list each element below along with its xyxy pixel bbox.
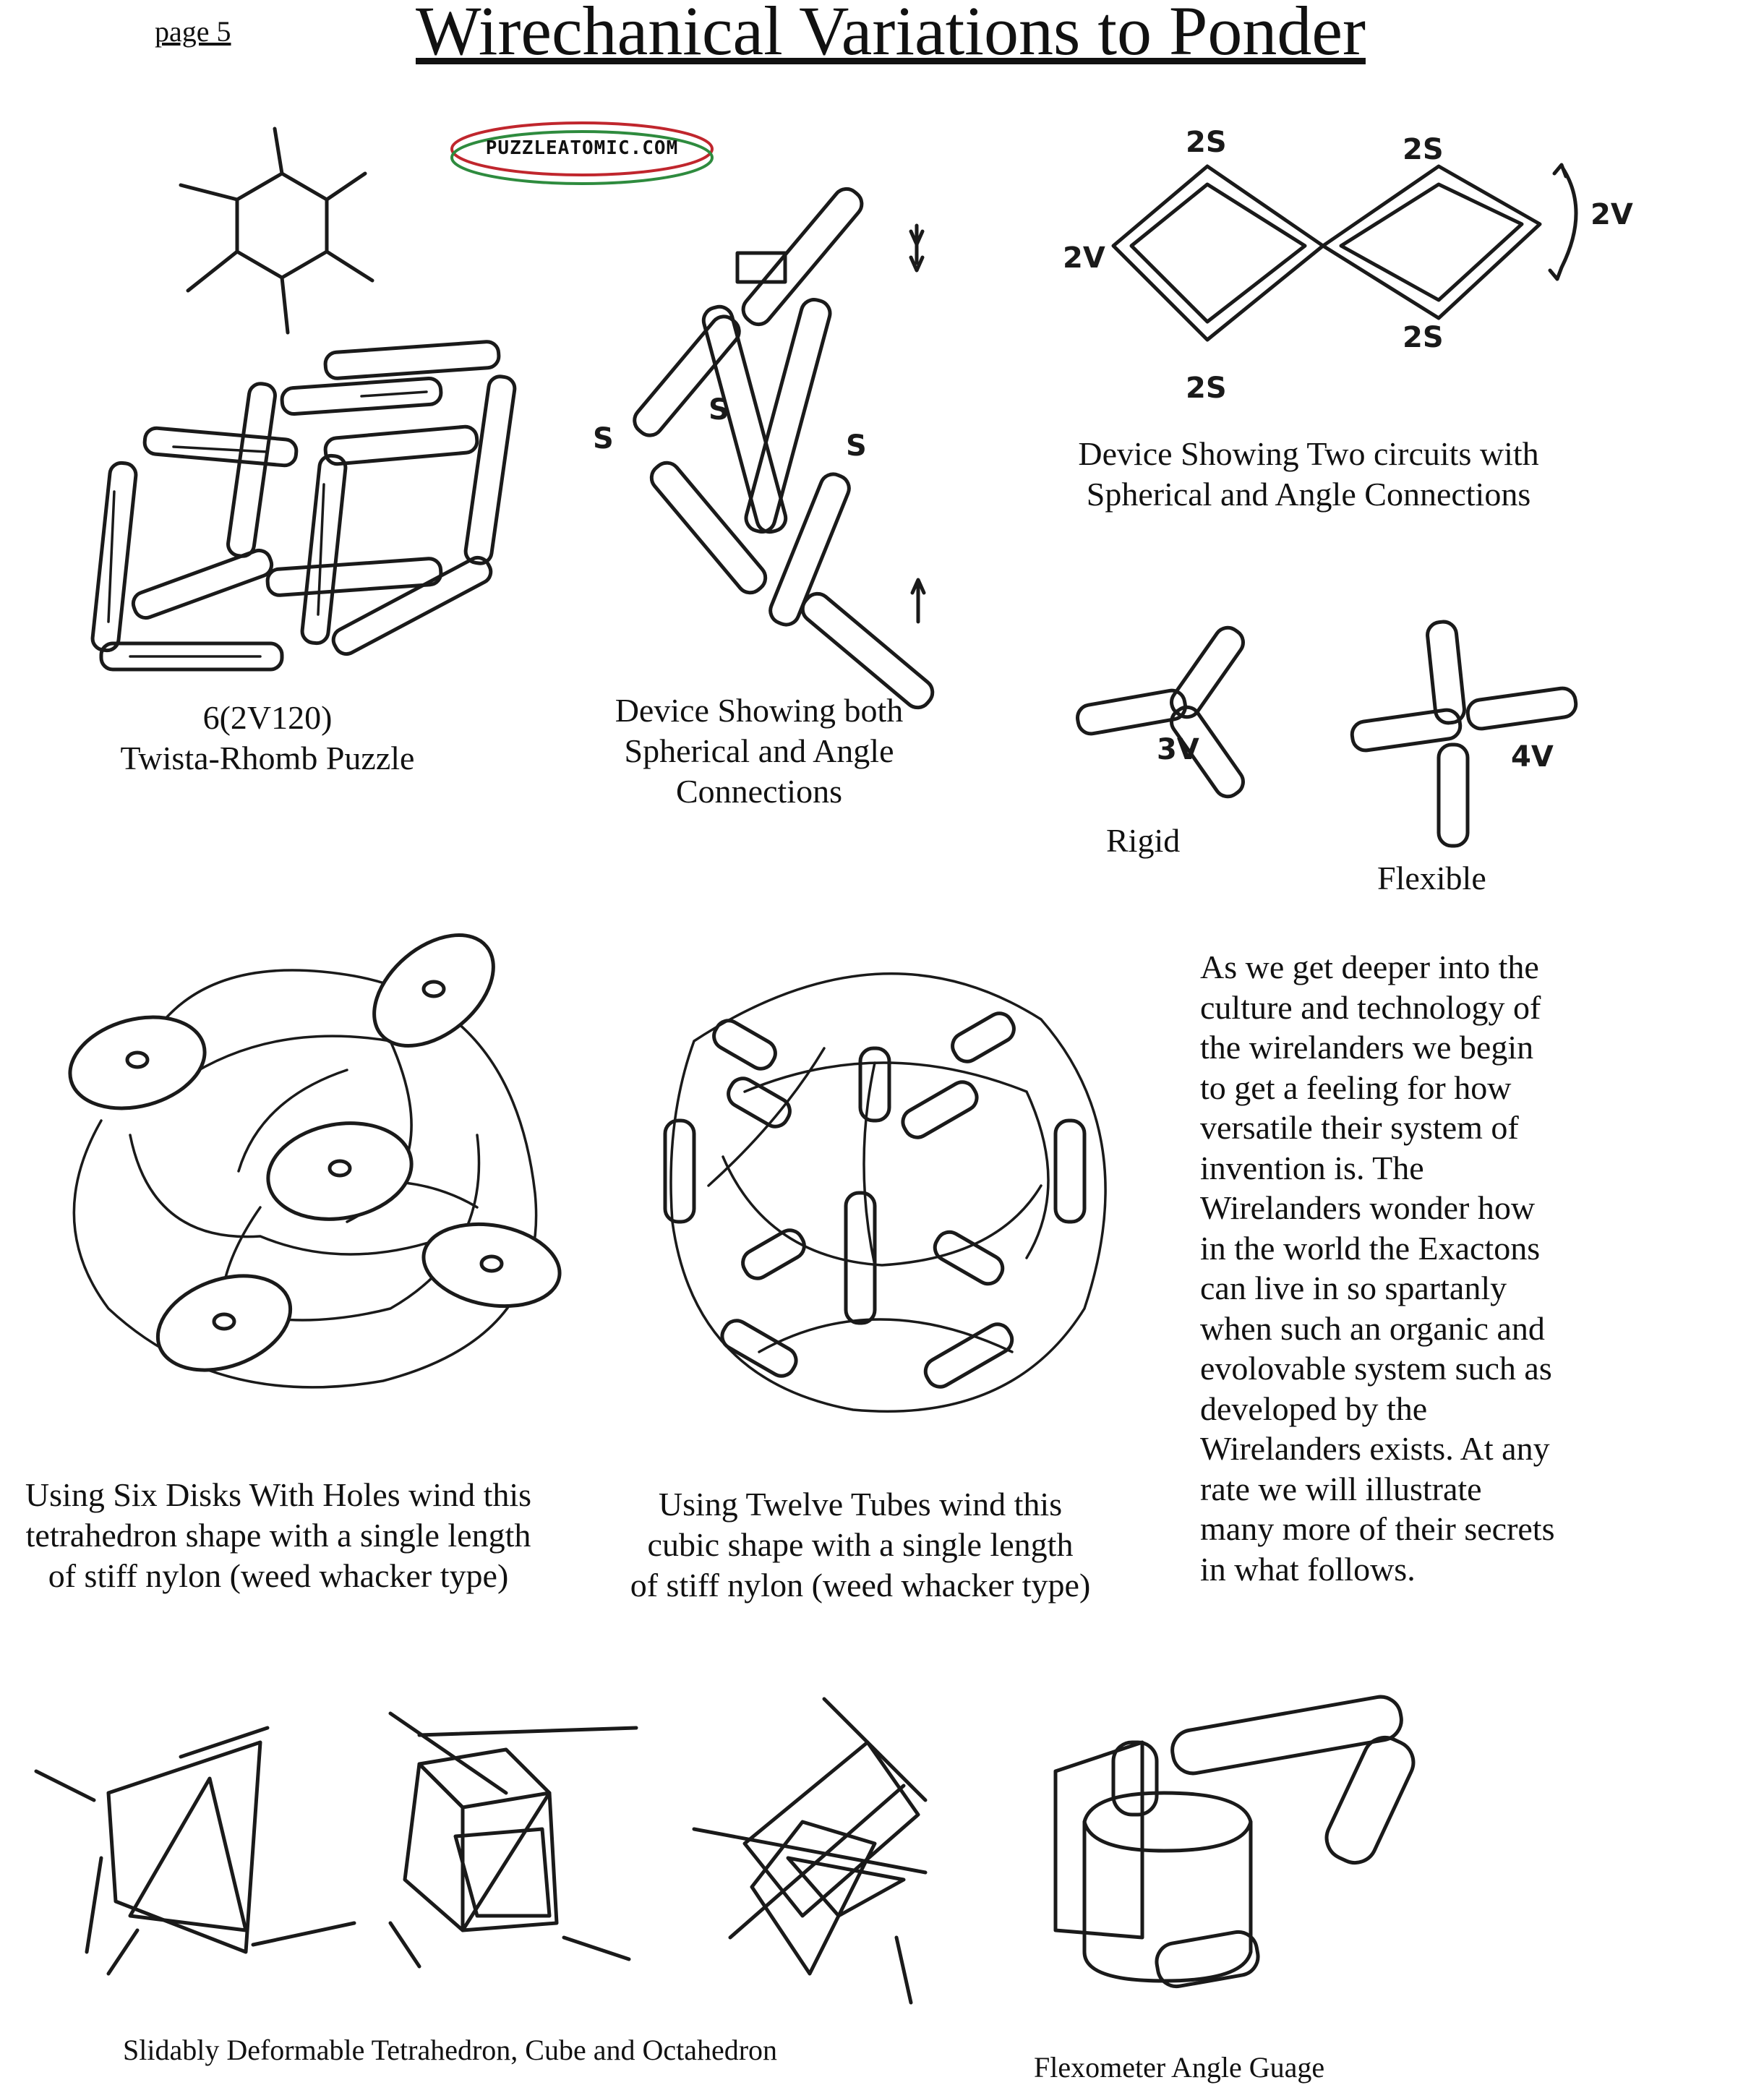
two-circuits-caption-line: Spherical and Angle Connections — [1086, 476, 1531, 513]
six-disks-sketch — [43, 933, 607, 1410]
paragraph-line: the wirelanders we begin — [1200, 1029, 1534, 1066]
two-circuits-sketch: 2S 2S 2V 2V 2S 2S — [1063, 123, 1656, 427]
twelve-tubes-sketch — [636, 947, 1128, 1439]
device-both-caption-line: Device Showing both — [615, 692, 904, 729]
flexometer-caption: Flexometer Angle Guage — [1034, 2051, 1325, 2084]
paragraph-line: versatile their system of — [1200, 1109, 1519, 1146]
paragraph-line: many more of their secrets — [1200, 1510, 1555, 1547]
device-both-caption-line: Spherical and Angle — [624, 732, 894, 769]
flexible-label: 4V — [1511, 740, 1554, 774]
twelve-tubes-caption-line: of stiff nylon (weed whacker type) — [630, 1567, 1091, 1604]
paragraph-line: evolovable system such as — [1200, 1350, 1552, 1387]
two-circuits-label: 2V — [1590, 198, 1633, 231]
body-paragraph: As we get deeper into the culture and te… — [1200, 947, 1634, 1589]
six-disks-caption: Using Six Disks With Holes wind this tet… — [0, 1475, 557, 1596]
paragraph-line: when such an organic and — [1200, 1309, 1545, 1347]
deformable-tetrahedron-sketch — [34, 1713, 369, 1976]
twista-rhomb-caption: 6(2V120) Twista-Rhomb Puzzle — [72, 698, 463, 779]
device-both-label: S — [846, 429, 867, 463]
paragraph-line: in the world the Exactons — [1200, 1229, 1541, 1267]
two-circuits-caption-line: Device Showing Two circuits with — [1078, 435, 1539, 472]
twista-rhomb-caption-line: 6(2V120) — [202, 699, 333, 736]
two-circuits-caption: Device Showing Two circuits with Spheric… — [1041, 434, 1576, 515]
puzzleatomic-logo[interactable]: PUZZLEATOMIC.COM — [448, 117, 716, 189]
paragraph-line: Wirelanders exists. At any — [1200, 1430, 1550, 1467]
device-both-label: S — [708, 393, 729, 427]
six-disks-caption-line: tetrahedron shape with a single length — [25, 1517, 531, 1554]
twelve-tubes-caption-line: Using Twelve Tubes wind this — [658, 1486, 1063, 1523]
flexible-connector-sketch: 4V — [1345, 615, 1578, 848]
logo-ellipses-icon — [450, 121, 714, 185]
paragraph-line: culture and technology of — [1200, 988, 1541, 1026]
rigid-label: 3V — [1157, 733, 1199, 766]
two-circuits-label: 2S — [1186, 126, 1227, 159]
paragraph-line: in what follows. — [1200, 1550, 1416, 1588]
two-circuits-label: 2V — [1063, 241, 1105, 275]
deformable-octahedron-sketch — [687, 1697, 962, 2017]
hexagon-sketch — [174, 123, 390, 340]
twista-rhomb-sketch — [87, 333, 535, 680]
deformable-cube-sketch — [376, 1706, 651, 1981]
two-circuits-label: 2S — [1403, 133, 1444, 166]
paragraph-line: to get a feeling for how — [1200, 1069, 1512, 1106]
deformable-caption: Slidably Deformable Tetrahedron, Cube an… — [123, 2034, 778, 2066]
paragraph-line: As we get deeper into the — [1200, 949, 1539, 985]
two-circuits-label: 2S — [1186, 372, 1227, 405]
twelve-tubes-caption-line: cubic shape with a single length — [647, 1526, 1074, 1563]
device-both-sketch: S S S — [578, 130, 962, 710]
flexible-caption: Flexible — [1377, 860, 1486, 896]
two-circuits-label: 2S — [1403, 321, 1444, 354]
twista-rhomb-caption-line: Twista-Rhomb Puzzle — [120, 740, 415, 776]
six-disks-caption-line: of stiff nylon (weed whacker type) — [48, 1557, 509, 1594]
rigid-connector-sketch: 3V — [1070, 615, 1287, 802]
device-both-label: S — [593, 422, 614, 455]
page-label: page 5 — [155, 15, 231, 48]
paragraph-line: invention is. The — [1200, 1149, 1424, 1186]
paragraph-line: developed by the — [1200, 1390, 1428, 1427]
paragraph-line: Wirelanders wonder how — [1200, 1189, 1536, 1226]
paragraph-line: rate we will illustrate — [1200, 1470, 1482, 1507]
device-both-caption-line: Connections — [676, 773, 842, 810]
six-disks-caption-line: Using Six Disks With Holes wind this — [25, 1476, 532, 1513]
device-both-caption: Device Showing both Spherical and Angle … — [564, 690, 954, 812]
flexometer-sketch — [1041, 1692, 1431, 1995]
logo-text: PUZZLEATOMIC.COM — [485, 137, 679, 159]
paragraph-line: can live in so spartanly — [1200, 1270, 1507, 1306]
page-title: Wirechanical Variations to Ponder — [416, 0, 1366, 69]
twelve-tubes-caption: Using Twelve Tubes wind this cubic shape… — [600, 1484, 1121, 1606]
rigid-caption: Rigid — [1106, 822, 1181, 859]
